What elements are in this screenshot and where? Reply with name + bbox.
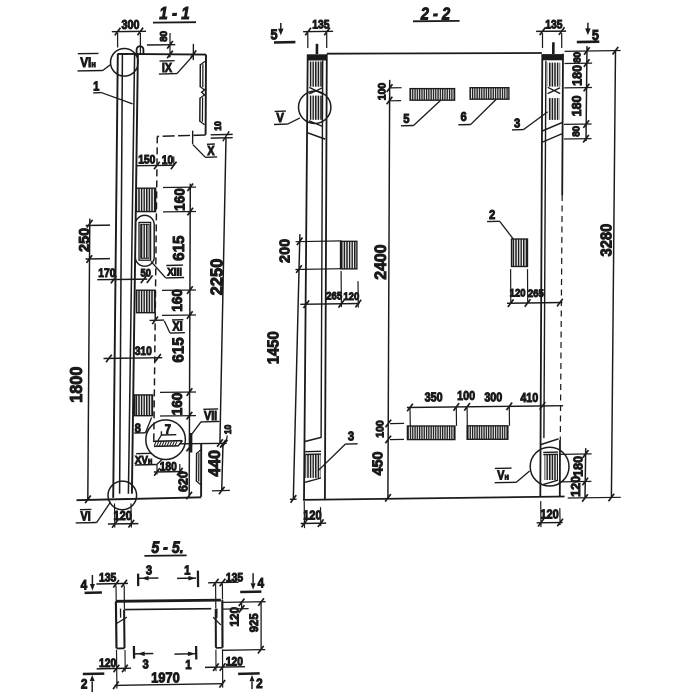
svg-text:265: 265 — [528, 289, 544, 301]
svg-text:7: 7 — [165, 422, 171, 437]
svg-text:Vн: Vн — [497, 469, 509, 483]
svg-text:2: 2 — [81, 675, 88, 691]
svg-text:100: 100 — [374, 420, 386, 437]
svg-text:3280: 3280 — [598, 224, 615, 257]
svg-text:2400: 2400 — [372, 244, 390, 279]
svg-text:300: 300 — [484, 391, 502, 405]
svg-text:10: 10 — [223, 425, 233, 435]
svg-text:10: 10 — [213, 121, 223, 131]
svg-text:120: 120 — [343, 292, 359, 304]
svg-text:150: 150 — [138, 154, 155, 167]
svg-text:160: 160 — [169, 289, 185, 312]
svg-text:2: 2 — [256, 675, 263, 691]
svg-text:3: 3 — [142, 657, 148, 672]
svg-text:8: 8 — [135, 421, 141, 436]
svg-text:120: 120 — [113, 508, 132, 523]
svg-text:200: 200 — [277, 239, 293, 263]
svg-text:80: 80 — [571, 126, 582, 137]
svg-text:80: 80 — [572, 52, 583, 63]
svg-text:5: 5 — [403, 111, 409, 126]
svg-text:615: 615 — [171, 235, 188, 261]
svg-text:XVн: XVн — [135, 454, 153, 467]
svg-text:120: 120 — [303, 508, 322, 523]
svg-text:1800: 1800 — [67, 367, 86, 403]
svg-text:135: 135 — [312, 19, 329, 32]
svg-text:1: 1 — [93, 79, 99, 94]
svg-text:120: 120 — [568, 476, 583, 497]
svg-text:5: 5 — [270, 26, 277, 42]
svg-text:250: 250 — [77, 228, 93, 252]
svg-text:170: 170 — [98, 268, 115, 281]
svg-text:615: 615 — [170, 337, 187, 363]
svg-text:120: 120 — [510, 288, 526, 300]
svg-text:80: 80 — [159, 31, 170, 42]
svg-text:440: 440 — [206, 450, 224, 477]
svg-text:1970: 1970 — [151, 668, 180, 685]
svg-text:6: 6 — [460, 109, 466, 124]
svg-text:2250: 2250 — [207, 259, 226, 296]
svg-text:265: 265 — [326, 291, 342, 303]
svg-text:1450: 1450 — [265, 331, 282, 364]
svg-text:IX: IX — [162, 61, 172, 75]
svg-text:450: 450 — [370, 451, 386, 475]
svg-text:4: 4 — [258, 575, 265, 591]
svg-text:XI: XI — [173, 320, 183, 334]
svg-text:3: 3 — [348, 429, 354, 444]
svg-text:10: 10 — [162, 154, 173, 167]
svg-text:1: 1 — [184, 563, 190, 578]
svg-text:350: 350 — [425, 391, 443, 405]
svg-text:V: V — [276, 110, 284, 125]
svg-text:4: 4 — [81, 577, 88, 593]
svg-text:300: 300 — [122, 18, 140, 32]
svg-text:135: 135 — [99, 572, 116, 585]
svg-text:160: 160 — [169, 392, 185, 415]
svg-text:VII: VII — [204, 409, 217, 423]
svg-text:120: 120 — [540, 507, 559, 522]
svg-text:5 - 5.: 5 - 5. — [151, 539, 183, 557]
svg-text:100: 100 — [457, 389, 475, 403]
svg-text:X: X — [207, 144, 214, 158]
svg-text:120: 120 — [226, 656, 243, 669]
svg-text:VI: VI — [81, 510, 91, 524]
svg-text:180: 180 — [570, 456, 585, 477]
svg-text:135: 135 — [545, 19, 562, 32]
svg-text:180: 180 — [569, 65, 584, 86]
svg-text:120: 120 — [99, 657, 116, 670]
svg-text:1: 1 — [185, 657, 191, 672]
svg-text:50: 50 — [141, 268, 152, 280]
svg-text:5: 5 — [592, 27, 599, 43]
svg-text:2: 2 — [489, 207, 495, 222]
svg-text:100: 100 — [376, 83, 388, 100]
svg-text:XIII: XIII — [167, 266, 182, 279]
svg-text:2 - 2: 2 - 2 — [420, 6, 450, 24]
svg-text:310: 310 — [135, 345, 152, 358]
svg-text:1 - 1: 1 - 1 — [159, 4, 189, 23]
svg-text:410: 410 — [520, 391, 538, 405]
svg-text:620: 620 — [175, 471, 190, 492]
svg-text:180: 180 — [160, 461, 177, 474]
svg-text:180: 180 — [569, 95, 584, 116]
svg-text:3: 3 — [146, 563, 152, 578]
svg-text:160: 160 — [171, 188, 187, 211]
svg-text:120: 120 — [227, 607, 241, 627]
svg-text:925: 925 — [248, 613, 261, 632]
svg-text:3: 3 — [514, 116, 520, 131]
